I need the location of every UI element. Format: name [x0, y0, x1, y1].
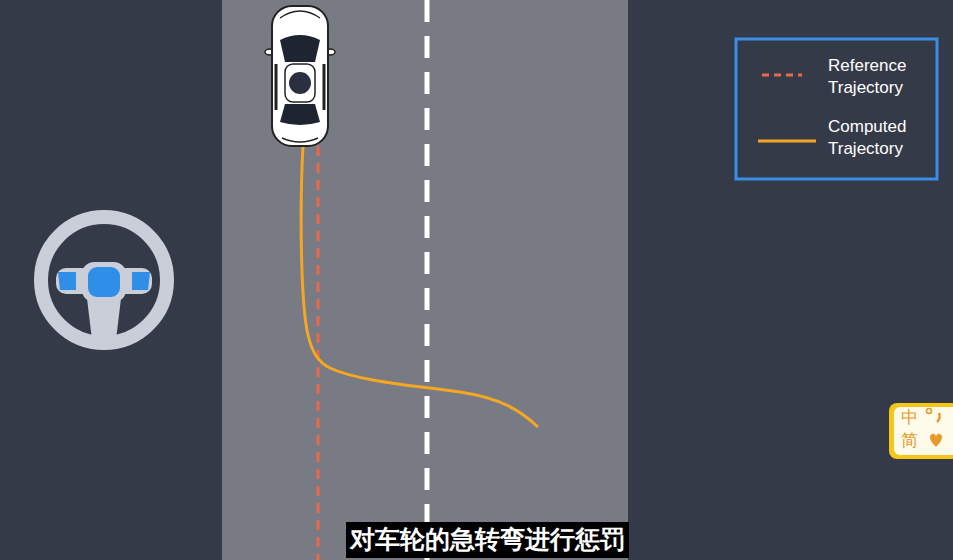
lane-divider: [425, 0, 430, 560]
wheel-button: [132, 272, 150, 290]
road: [222, 0, 628, 560]
language-icon: [889, 403, 953, 459]
legend-box: [736, 39, 937, 179]
steering-wheel: [41, 217, 167, 343]
computed-trajectory: [301, 146, 538, 427]
icon-comma: [937, 413, 940, 422]
icon-heart: [930, 434, 942, 447]
car-trunk-line: [282, 138, 318, 142]
legend-border: [736, 39, 937, 179]
icon-dot: [927, 409, 932, 414]
wheel-hub-center: [88, 267, 120, 297]
legend-label: Computed Trajectory: [828, 116, 928, 160]
car-roof: [285, 64, 315, 102]
legend-sample-dashed: [762, 74, 802, 77]
reference-trajectory: [317, 146, 320, 560]
car-side-windows: [276, 64, 324, 110]
subtitle: 对车轮的急转弯进行惩罚: [346, 522, 629, 558]
car-sunroof: [289, 72, 311, 94]
car-windshield: [280, 35, 320, 62]
car: [265, 6, 335, 146]
car-hood-line: [280, 11, 320, 18]
legend-sample-solid: [758, 140, 816, 143]
icon-character: 中: [901, 407, 918, 427]
icon-frame: [889, 403, 953, 459]
car-body: [272, 6, 328, 146]
wheel-hub: [82, 262, 126, 302]
legend-label: Reference Trajectory: [828, 55, 928, 99]
wheel-rim: [41, 217, 167, 343]
wheel-button: [58, 272, 76, 290]
icon-character: 简: [901, 430, 918, 450]
car-rear-window: [280, 104, 320, 125]
icon-face: [894, 407, 953, 455]
